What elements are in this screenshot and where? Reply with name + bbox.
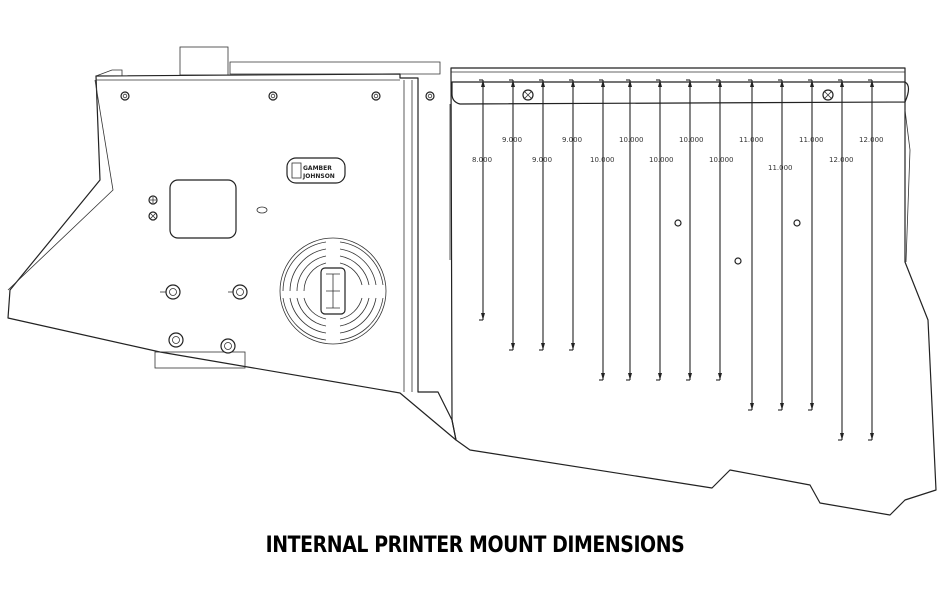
dimension-arrow bbox=[840, 433, 844, 440]
dimension-label: 10.000 bbox=[619, 136, 644, 144]
dimension-label: 9.000 bbox=[502, 136, 522, 144]
dimension-arrow bbox=[481, 313, 485, 320]
dimension-arrow bbox=[511, 80, 515, 87]
dimension-arrow bbox=[601, 80, 605, 87]
dimension-arrow bbox=[810, 80, 814, 87]
dimension-arrow bbox=[780, 80, 784, 87]
dimension-arrow bbox=[718, 80, 722, 87]
brand-logo: GAMBER JOHNSON bbox=[286, 157, 346, 184]
dimension-arrow bbox=[870, 433, 874, 440]
dimension-lines: 8.000 9.000 9.000 9.000 10.000 10.000 10.000 10… bbox=[472, 79, 884, 441]
dimension-label: 12.000 bbox=[829, 156, 854, 164]
dimension-label: 11.000 bbox=[768, 164, 793, 172]
dimension-arrow bbox=[658, 80, 662, 87]
dimension-arrow bbox=[810, 403, 814, 410]
dimension-label: 11.000 bbox=[799, 136, 824, 144]
dimension-arrow bbox=[688, 373, 692, 380]
dimension-arrow bbox=[718, 373, 722, 380]
dimension-label: 10.000 bbox=[649, 156, 674, 164]
dimension-arrow bbox=[571, 80, 575, 87]
dimension-arrow bbox=[628, 80, 632, 87]
dimension-label: 10.000 bbox=[590, 156, 615, 164]
svg-text:JOHNSON: JOHNSON bbox=[302, 173, 335, 180]
dimension-arrow bbox=[870, 80, 874, 87]
cutout-window bbox=[169, 179, 237, 239]
dimension-arrow bbox=[658, 373, 662, 380]
dimension-label: 10.000 bbox=[709, 156, 734, 164]
tray-holes bbox=[674, 219, 801, 265]
dimension-arrow bbox=[601, 373, 605, 380]
dimension-arrow bbox=[688, 80, 692, 87]
svg-text:GAMBER: GAMBER bbox=[303, 165, 332, 172]
dimension-arrow bbox=[750, 403, 754, 410]
dimension-label: 11.000 bbox=[739, 136, 764, 144]
dimension-arrow bbox=[511, 343, 515, 350]
dimension-arrow bbox=[750, 80, 754, 87]
cross-screws bbox=[148, 195, 158, 221]
dimension-label: 8.000 bbox=[472, 156, 492, 164]
dimension-arrow bbox=[780, 403, 784, 410]
dimension-label: 12.000 bbox=[859, 136, 884, 144]
dimension-arrow bbox=[541, 80, 545, 87]
left-bracket: GAMBER JOHNSON bbox=[7, 46, 457, 441]
dimension-arrow bbox=[541, 343, 545, 350]
dimension-arrow bbox=[840, 80, 844, 87]
dimension-arrow bbox=[481, 80, 485, 87]
dimension-label: 9.000 bbox=[532, 156, 552, 164]
dimension-arrow bbox=[571, 343, 575, 350]
page-title: INTERNAL PRINTER MOUNT DIMENSIONS bbox=[265, 533, 685, 558]
top-screws bbox=[120, 91, 435, 101]
tray-screws bbox=[522, 89, 834, 101]
dimension-label: 9.000 bbox=[562, 136, 582, 144]
mounting-knobs bbox=[160, 284, 248, 354]
dimension-label: 10.000 bbox=[679, 136, 704, 144]
dimension-arrow bbox=[628, 373, 632, 380]
fan-grill bbox=[279, 237, 387, 345]
printer-tray bbox=[449, 67, 937, 516]
